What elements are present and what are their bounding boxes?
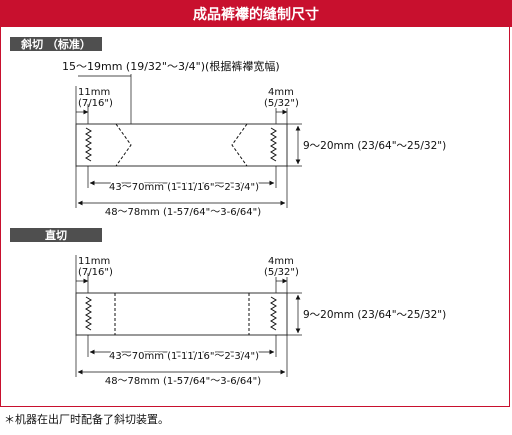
straight-height-dim: 9～20mm (23/64"～25/32") <box>303 309 446 321</box>
straight-outer-dim: 48～78mm (1-57/64"～3-6/64") <box>105 376 261 387</box>
angled-right-bartack <box>270 127 277 162</box>
angled-outer-dim: 48～78mm (1-57/64"～3-6/64") <box>105 207 261 218</box>
angled-right-dim: 4mm <box>268 87 294 98</box>
angled-belt-loop <box>75 123 288 167</box>
angled-left-bartack <box>85 127 92 162</box>
angled-left-dim: 11mm <box>78 87 110 98</box>
angled-inner-dim: 43～70mm (1-11/16"～2-3/4") <box>109 182 259 193</box>
angled-left-dim-inch: (7/16") <box>78 98 113 109</box>
angled-right-cut-line <box>231 123 248 167</box>
page-title: 成品裤襻的缝制尺寸 <box>0 0 512 27</box>
angled-diagram: 15～19mm (19/32"～3/4")(根据裤襻宽幅) 11mm (7/16… <box>62 59 446 220</box>
straight-left-dim: 11mm <box>78 256 110 267</box>
straight-right-bartack <box>270 296 277 331</box>
straight-belt-loop <box>75 292 288 336</box>
straight-right-dim-inch: (5/32") <box>264 267 299 278</box>
section-tab-angled: 斜切 （标准） <box>10 37 102 51</box>
straight-left-bartack <box>85 296 92 331</box>
straight-inner-dim: 43～70mm (1-11/16"～2-3/4") <box>109 351 259 362</box>
angled-left-cut-line <box>115 123 132 167</box>
section-tab-straight: 直切 <box>10 228 102 242</box>
straight-diagram: 11mm (7/16") 4mm (5/32") 9～20mm (23/64"～… <box>75 255 446 389</box>
straight-left-dim-inch: (7/16") <box>78 267 113 278</box>
angled-height-dim: 9～20mm (23/64"～25/32") <box>303 140 446 152</box>
angled-right-dim-inch: (5/32") <box>264 98 299 109</box>
footnote: ＊机器在出厂时配备了斜切装置。 <box>4 413 169 426</box>
angled-range-label: 15～19mm (19/32"～3/4")(根据裤襻宽幅) <box>62 59 280 73</box>
straight-right-dim: 4mm <box>268 256 294 267</box>
